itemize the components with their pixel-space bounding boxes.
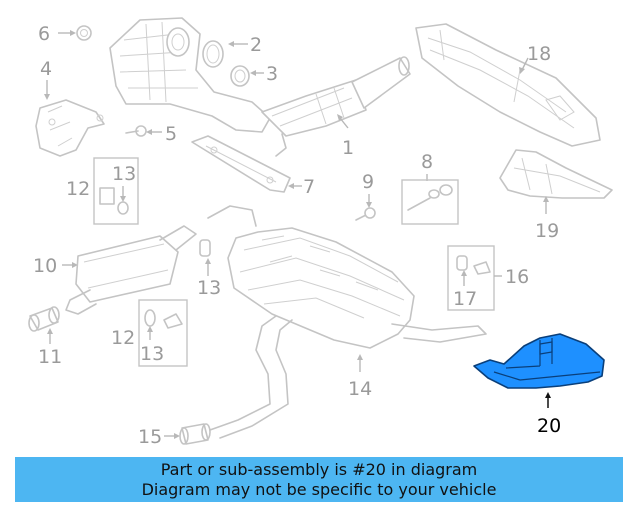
callout-20[interactable]: 20 [537, 415, 561, 437]
part-18-heat-shield: 18 [415, 23, 601, 147]
banner-line-1: Part or sub-assembly is #20 in diagram [160, 459, 478, 479]
part-9-bolt: 9 [355, 171, 376, 221]
callout-13-lower[interactable]: 13 [140, 343, 164, 365]
part-14-rear-muffler: 14 [207, 205, 487, 439]
part-20-heat-shield-highlighted[interactable]: 20 [473, 333, 605, 437]
part-4-bracket: 4 [35, 58, 105, 157]
callout-12-upper[interactable]: 12 [66, 178, 90, 200]
callout-2[interactable]: 2 [250, 34, 262, 56]
callout-18[interactable]: 18 [527, 43, 551, 65]
callout-7[interactable]: 7 [303, 176, 315, 198]
callout-15[interactable]: 15 [138, 426, 162, 448]
part-3-clamp: 3 [230, 63, 278, 87]
callout-5[interactable]: 5 [165, 123, 177, 145]
callout-13-upper[interactable]: 13 [112, 163, 136, 185]
exhaust-parts-diagram: 6 4 2 3 1 [28, 17, 613, 448]
callout-19[interactable]: 19 [535, 220, 559, 242]
part-1-converter: 1 [109, 17, 411, 159]
callout-16[interactable]: 16 [505, 266, 529, 288]
part-10-front-muffler: 10 [33, 225, 197, 315]
part-6-nut: 6 [38, 23, 92, 45]
part-12-13-upper-group: 12 13 [66, 157, 139, 225]
part-16-17-group: 16 17 [447, 245, 529, 311]
part-11-clamp: 11 [28, 306, 62, 368]
callout-13-middle[interactable]: 13 [197, 277, 221, 299]
callout-10[interactable]: 10 [33, 255, 57, 277]
callout-17[interactable]: 17 [453, 288, 477, 310]
callout-4[interactable]: 4 [40, 58, 52, 80]
callout-6[interactable]: 6 [38, 23, 50, 45]
callout-12-lower[interactable]: 12 [111, 327, 135, 349]
part-12-13-lower-group: 12 13 [111, 299, 188, 367]
callout-8[interactable]: 8 [421, 151, 433, 173]
callout-14[interactable]: 14 [348, 378, 372, 400]
callout-9[interactable]: 9 [362, 171, 374, 193]
part-2-gasket: 2 [202, 34, 262, 68]
callout-1[interactable]: 1 [342, 137, 354, 159]
info-banner: Part or sub-assembly is #20 in diagram D… [15, 457, 623, 502]
part-5-bolt: 5 [125, 123, 177, 145]
banner-line-2: Diagram may not be specific to your vehi… [141, 479, 497, 499]
part-19-heat-shield: 19 [499, 149, 613, 242]
callout-3[interactable]: 3 [266, 63, 278, 85]
part-13-middle-hanger: 13 [197, 239, 221, 299]
part-8-bolt-assembly: 8 [401, 151, 459, 225]
part-7-hanger-strip: 7 [191, 135, 315, 198]
callout-11[interactable]: 11 [38, 346, 62, 368]
part-15-clamp: 15 [138, 423, 211, 448]
